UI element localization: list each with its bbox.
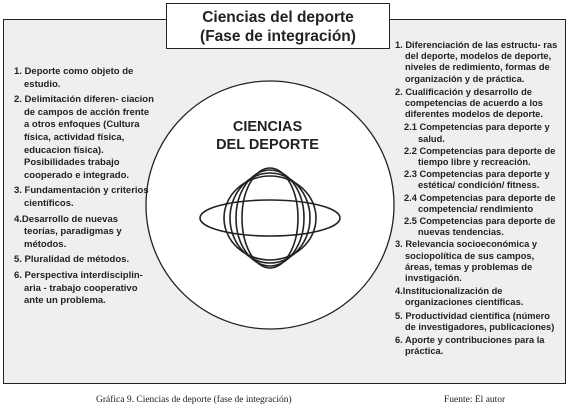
right-subitem-2-5: 2.5 Competencias para deporte de nuevas …: [404, 216, 556, 238]
left-list: 1. Deporte como objeto de estudio. 2. De…: [14, 66, 154, 311]
outer-circle: [145, 80, 395, 330]
center-label-line-1: CIENCIAS: [232, 119, 303, 135]
center-label-line-2: DEL DEPORTE: [216, 137, 319, 153]
right-item-1: 1. Diferenciación de las estructu- ras d…: [395, 40, 558, 84]
right-item-3: 3. Relevancia socioeconómica y sociopolí…: [395, 239, 538, 284]
left-item-5: 5. Pluralidad de métodos.: [14, 254, 130, 266]
right-subitem-2-2: 2.2 Competencias para deporte de tiempo …: [404, 145, 556, 168]
figure-caption: Gráfica 9. Ciencias de deporte (fase de …: [96, 395, 292, 405]
left-item-2: 2. Delimitación diferen- ciacion de camp…: [14, 94, 154, 181]
figure-source: Fuente: El autor: [444, 395, 506, 405]
vertical-ellipse-4: [223, 175, 317, 261]
vertical-ellipse-3: [229, 172, 311, 264]
title-line-1: Ciencias del deporte: [202, 9, 354, 26]
right-item-4: 4.Institucionalización de organizaciones…: [395, 286, 524, 308]
left-item-4: 4.Desarrollo de nuevas teorías, paradigm…: [14, 213, 122, 250]
right-list: 1. Diferenciación de las estructu- ras d…: [395, 40, 560, 359]
right-item-5: 5. Productividad científica (número de i…: [395, 310, 555, 332]
vertical-ellipse-1: [241, 167, 299, 269]
center-label: CIENCIAS DEL DEPORTE: [200, 118, 335, 154]
right-item-2: 2. Cualificación y desarrollo de compete…: [395, 86, 543, 120]
right-subitem-2-1: 2.1 Competencias para deporte y salud.: [404, 122, 550, 144]
left-item-1: 1. Deporte como objeto de estudio.: [14, 66, 134, 90]
vertical-ellipse-2: [235, 169, 305, 267]
left-item-6: 6. Perspectiva interdisciplin- aria - tr…: [14, 269, 143, 307]
right-item-6: 6. Aporte y contribuciones para la práct…: [395, 335, 545, 357]
right-subitem-2-3: 2.3 Competencias para deporte y estética…: [404, 169, 550, 191]
title-line-2: (Fase de integración): [200, 28, 356, 45]
title-box: Ciencias del deporte (Fase de integració…: [166, 3, 390, 49]
horizontal-ellipse: [199, 199, 341, 237]
left-item-3: 3. Fundamentación y criterios científico…: [14, 185, 149, 209]
right-subitem-2-4: 2.4 Competencias para deporte de compete…: [404, 192, 556, 214]
